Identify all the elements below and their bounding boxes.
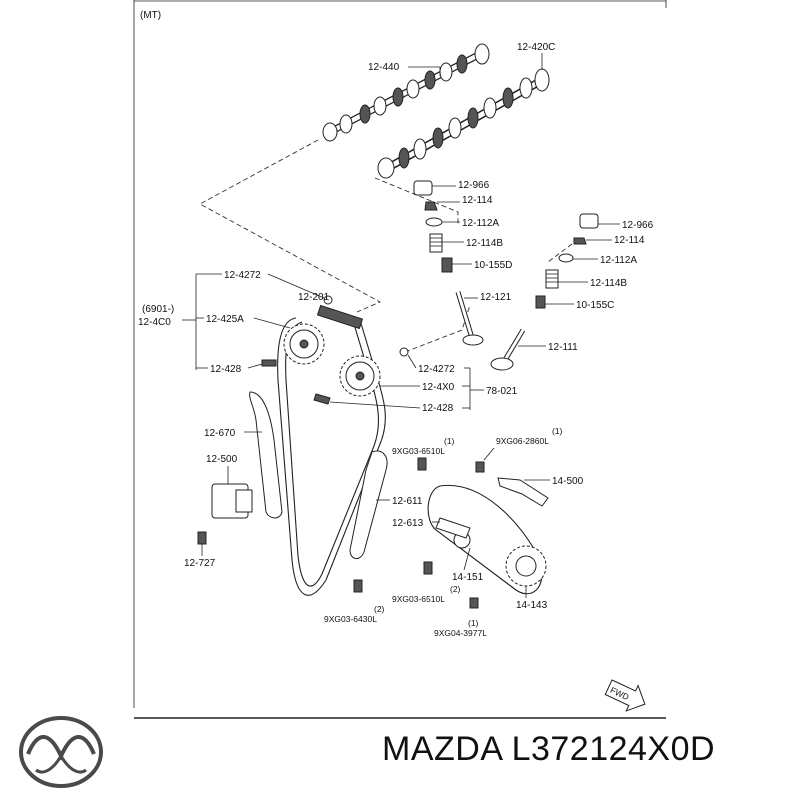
label-12-440: 12-440 bbox=[368, 62, 400, 73]
label-12-4X0: 12-4X0 bbox=[422, 382, 455, 393]
oil-pump-tensioner-14-500 bbox=[497, 477, 549, 507]
chain-guide-12-611 bbox=[349, 450, 388, 559]
label-12-727: 12-727 bbox=[184, 558, 216, 569]
oil-pump-chain-guide-12-613 bbox=[435, 517, 471, 539]
label-12-111: 12-111 bbox=[548, 342, 578, 353]
label-9XG06-2860L-qty: (1) bbox=[552, 426, 563, 436]
label-12-966-b: 12-966 bbox=[622, 220, 654, 231]
exhaust-cam-sprocket bbox=[339, 355, 381, 397]
label-12-611: 12-611 bbox=[392, 496, 423, 507]
intake-cam-sprocket bbox=[283, 323, 325, 365]
chain-guide-12-670 bbox=[249, 391, 283, 519]
label-12-670: 12-670 bbox=[204, 428, 236, 439]
label-9XG03-6510L-a: 9XG03-6510L bbox=[392, 446, 445, 456]
label-9XG06-2860L: 9XG06-2860L bbox=[496, 436, 549, 446]
label-12-500: 12-500 bbox=[206, 454, 238, 465]
oil-pump-chain bbox=[427, 484, 543, 595]
label-12-112A-a: 12-112A bbox=[462, 218, 499, 229]
label-9XG03-6430L-qty: (2) bbox=[374, 604, 385, 614]
label-12-121: 12-121 bbox=[480, 292, 512, 303]
label-12-420C: 12-420C bbox=[517, 42, 555, 53]
label-12-114B-a: 12-114B bbox=[466, 238, 503, 249]
camshaft-exhaust bbox=[377, 68, 550, 179]
label-10-155D: 10-155D bbox=[474, 260, 512, 271]
variant-label: (MT) bbox=[140, 10, 161, 21]
part-number-title: MAZDA L372124X0D bbox=[382, 730, 716, 768]
intake-valve bbox=[455, 291, 484, 346]
label-12-201: 12-201 bbox=[298, 292, 330, 303]
label-78-021: 78-021 bbox=[486, 386, 518, 397]
mazda-logo-icon bbox=[19, 716, 103, 788]
label-9XG03-6510L-a-qty: (1) bbox=[444, 436, 455, 446]
label-12-114-a: 12-114 bbox=[462, 195, 493, 206]
label-12-428-a: 12-428 bbox=[210, 364, 242, 375]
label-6901: (6901-) bbox=[142, 304, 174, 315]
label-9XG03-6430L: 9XG03-6430L bbox=[324, 614, 377, 624]
camshaft-intake bbox=[322, 43, 490, 142]
label-9XG03-6510L-b-qty: (2) bbox=[450, 584, 461, 594]
label-12-4272-a: 12-4272 bbox=[224, 270, 261, 281]
forward-arrow-icon: FWD bbox=[604, 679, 646, 712]
label-12-4C0: 12-4C0 bbox=[138, 317, 171, 328]
label-9XG04-3977L: 9XG04-3977L bbox=[434, 628, 487, 638]
label-12-114B-b: 12-114B bbox=[590, 278, 627, 289]
label-10-155C: 10-155C bbox=[576, 300, 614, 311]
label-12-114-b: 12-114 bbox=[614, 235, 645, 246]
label-14-500: 14-500 bbox=[552, 476, 584, 487]
label-14-151: 14-151 bbox=[452, 572, 484, 583]
label-12-4272-b: 12-4272 bbox=[418, 364, 455, 375]
label-12-112A-b: 12-112A bbox=[600, 255, 637, 266]
label-12-613: 12-613 bbox=[392, 518, 424, 529]
label-12-428-b: 12-428 bbox=[422, 403, 454, 414]
label-12-966-a: 12-966 bbox=[458, 180, 490, 191]
label-9XG04-3977L-qty: (1) bbox=[468, 618, 479, 628]
exhaust-valve bbox=[490, 328, 526, 371]
label-12-425A: 12-425A bbox=[206, 314, 244, 325]
label-14-143: 14-143 bbox=[516, 600, 548, 611]
label-9XG03-6510L-b: 9XG03-6510L bbox=[392, 594, 445, 604]
